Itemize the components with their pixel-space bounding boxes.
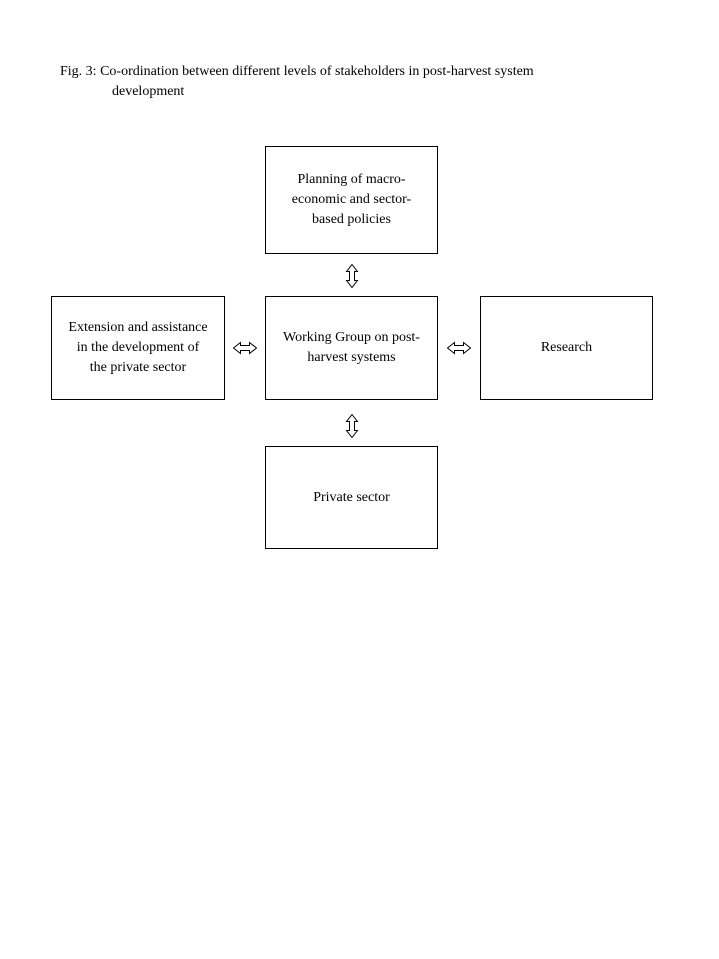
- box-research: Research: [480, 296, 653, 400]
- box-planning-policies-label: Planning of macro- economic and sector- …: [291, 172, 412, 227]
- box-working-group-label: Working Group on post- harvest systems: [283, 330, 420, 365]
- box-extension-assistance: Extension and assistance in the developm…: [51, 296, 225, 400]
- left-right-arrow-icon: [233, 341, 257, 355]
- up-down-arrow-icon: [345, 264, 359, 288]
- up-down-arrow-icon: [345, 414, 359, 438]
- box-private-sector-label: Private sector: [313, 489, 390, 505]
- left-right-arrow-icon: [447, 341, 471, 355]
- box-working-group: Working Group on post- harvest systems: [265, 296, 438, 400]
- box-private-sector: Private sector: [265, 446, 438, 549]
- figure-caption: Fig. 3: Co-ordination between different …: [60, 64, 534, 99]
- box-extension-assistance-label: Extension and assistance in the developm…: [68, 320, 208, 375]
- box-planning-policies: Planning of macro- economic and sector- …: [265, 146, 438, 254]
- box-research-label: Research: [540, 340, 593, 355]
